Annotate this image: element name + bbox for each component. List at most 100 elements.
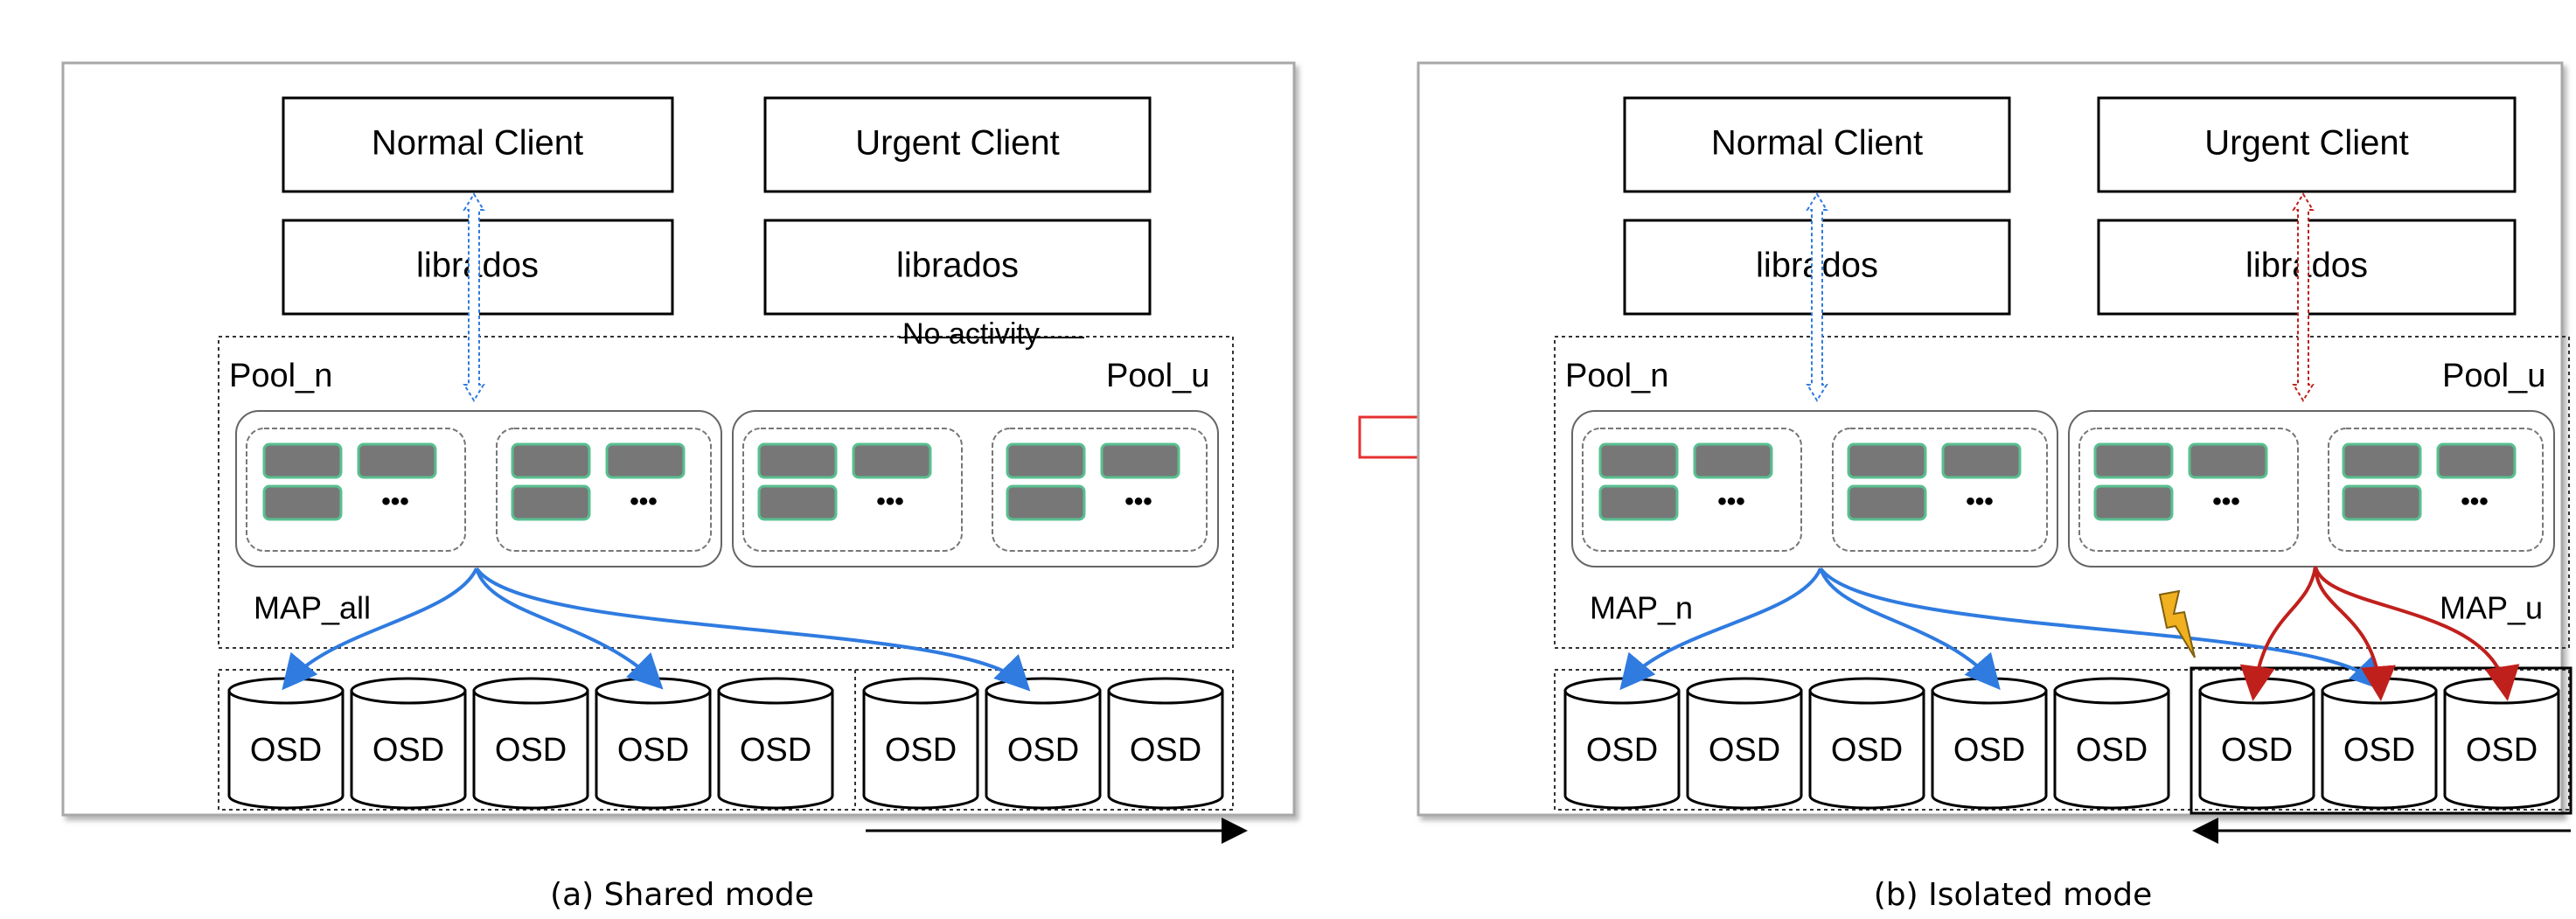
osd-row-b: OSD OSD OSD OSD OSD OSD OSD OSD xyxy=(1563,677,2560,810)
osd-label: OSD xyxy=(495,732,567,769)
osd-disk: OSD xyxy=(2443,677,2560,810)
pg-icon xyxy=(605,442,686,479)
osd-disk: OSD xyxy=(1686,677,1803,810)
pg-ellipsis: ••• xyxy=(876,487,904,516)
urgent-client-label: Urgent Client xyxy=(855,124,1059,163)
pg-ellipsis: ••• xyxy=(630,487,658,516)
osd-area-b xyxy=(1554,669,2570,811)
normal-client-box xyxy=(282,96,674,193)
pg-icon xyxy=(511,442,591,479)
map-arrow xyxy=(1619,567,1822,691)
pg-group-a3: ••• xyxy=(742,428,963,552)
pg-ellipsis: ••• xyxy=(381,487,409,516)
pg-icon xyxy=(1847,484,1927,521)
urgent-io-arrow-b xyxy=(2292,192,2315,402)
pg-icon xyxy=(1598,484,1679,521)
osd-label: OSD xyxy=(617,732,689,769)
pool-n-label: Pool_n xyxy=(229,358,332,394)
urgent-client-label: Urgent Client xyxy=(2204,124,2408,163)
pg-ellipsis: ••• xyxy=(1124,487,1152,516)
pg-icon xyxy=(1006,484,1086,521)
map-arrow xyxy=(1819,567,2001,691)
map-u-label: MAP_u xyxy=(2440,590,2543,626)
osd-disk: OSD xyxy=(985,677,1102,810)
pg-icon xyxy=(757,484,838,521)
normal-io-arrow-a xyxy=(463,192,485,402)
pg-icon xyxy=(2342,442,2422,479)
pool-u-container xyxy=(2068,410,2555,567)
pg-icon xyxy=(2093,484,2174,521)
librados-urgent-label: librados xyxy=(896,247,1019,285)
osd-area-a xyxy=(218,669,1234,811)
pool-n-label: Pool_n xyxy=(1565,358,1668,394)
osd-disk: OSD xyxy=(1808,677,1925,810)
osd-disk: OSD xyxy=(862,677,979,810)
pool-area-b xyxy=(1554,336,2570,649)
pg-group-b2: ••• xyxy=(1832,428,2048,552)
pg-icon xyxy=(1693,442,1773,479)
pool-n-container xyxy=(1571,410,2058,567)
map-n-label: MAP_n xyxy=(1590,590,1693,626)
osd-label: OSD xyxy=(1130,732,1201,769)
pg-icon xyxy=(1100,442,1180,479)
osd-label: OSD xyxy=(1953,732,2025,769)
osd-disk: OSD xyxy=(1107,677,1224,810)
urgent-client-box xyxy=(2097,96,2517,193)
pg-icon xyxy=(2342,484,2422,521)
pg-ellipsis: ••• xyxy=(2461,487,2489,516)
map-u-arrow xyxy=(2314,566,2520,701)
pg-icon xyxy=(1598,442,1679,479)
osd-label: OSD xyxy=(740,732,811,769)
map-u-arrow xyxy=(2314,566,2396,701)
osd-disk: OSD xyxy=(717,677,834,810)
osd-label: OSD xyxy=(2221,732,2293,769)
osd-disk: OSD xyxy=(350,677,467,810)
pg-icon xyxy=(262,484,343,521)
pg-icon xyxy=(1941,442,2022,479)
osd-label: OSD xyxy=(2466,732,2538,769)
osd-label: OSD xyxy=(2343,732,2415,769)
pg-icon xyxy=(357,442,437,479)
map-all-label: MAP_all xyxy=(254,590,371,626)
no-activity-label: No activity xyxy=(902,317,1040,351)
osd-label: OSD xyxy=(1007,732,1079,769)
caption-shared-mode: (a) Shared mode xyxy=(550,877,814,913)
urgent-client-box xyxy=(763,96,1152,193)
map-arrow xyxy=(475,567,664,690)
map-arrow xyxy=(282,567,478,691)
map-arrow xyxy=(1819,567,2386,692)
pg-icon xyxy=(262,442,343,479)
osd-disk: OSD xyxy=(472,677,589,810)
osd-disk: OSD xyxy=(2198,677,2315,810)
osd-label: OSD xyxy=(885,732,957,769)
pg-ellipsis: ••• xyxy=(2212,487,2240,516)
pg-icon xyxy=(1847,442,1927,479)
panel-shared-mode: Normal Client Urgent Client librados lib… xyxy=(61,61,1296,913)
normal-client-box xyxy=(1623,96,2011,193)
pg-icon xyxy=(1006,442,1086,479)
osd-label: OSD xyxy=(1831,732,1903,769)
pg-group-a1: ••• xyxy=(246,428,466,552)
pg-icon xyxy=(511,484,591,521)
osd-disk: OSD xyxy=(227,677,345,810)
librados-urgent-box xyxy=(763,219,1152,316)
pg-icon xyxy=(757,442,838,479)
pg-ellipsis: ••• xyxy=(1966,487,1994,516)
pool-u-label: Pool_u xyxy=(1106,358,1209,394)
pg-group-b4: ••• xyxy=(2328,428,2544,552)
osd-disk: OSD xyxy=(2053,677,2170,810)
osd-disk: OSD xyxy=(1931,677,2048,810)
osd-disk: OSD xyxy=(1563,677,1681,810)
pool-u-container xyxy=(732,410,1219,567)
osd-disk: OSD xyxy=(595,677,712,810)
map-u-arrow xyxy=(2239,566,2317,701)
pg-icon xyxy=(852,442,932,479)
pg-group-a2: ••• xyxy=(496,428,712,552)
normal-client-label: Normal Client xyxy=(372,124,583,163)
osd-label: OSD xyxy=(1709,732,1780,769)
pg-icon xyxy=(2436,442,2517,479)
pool-n-container xyxy=(235,410,722,567)
pg-group-a4: ••• xyxy=(992,428,1208,552)
